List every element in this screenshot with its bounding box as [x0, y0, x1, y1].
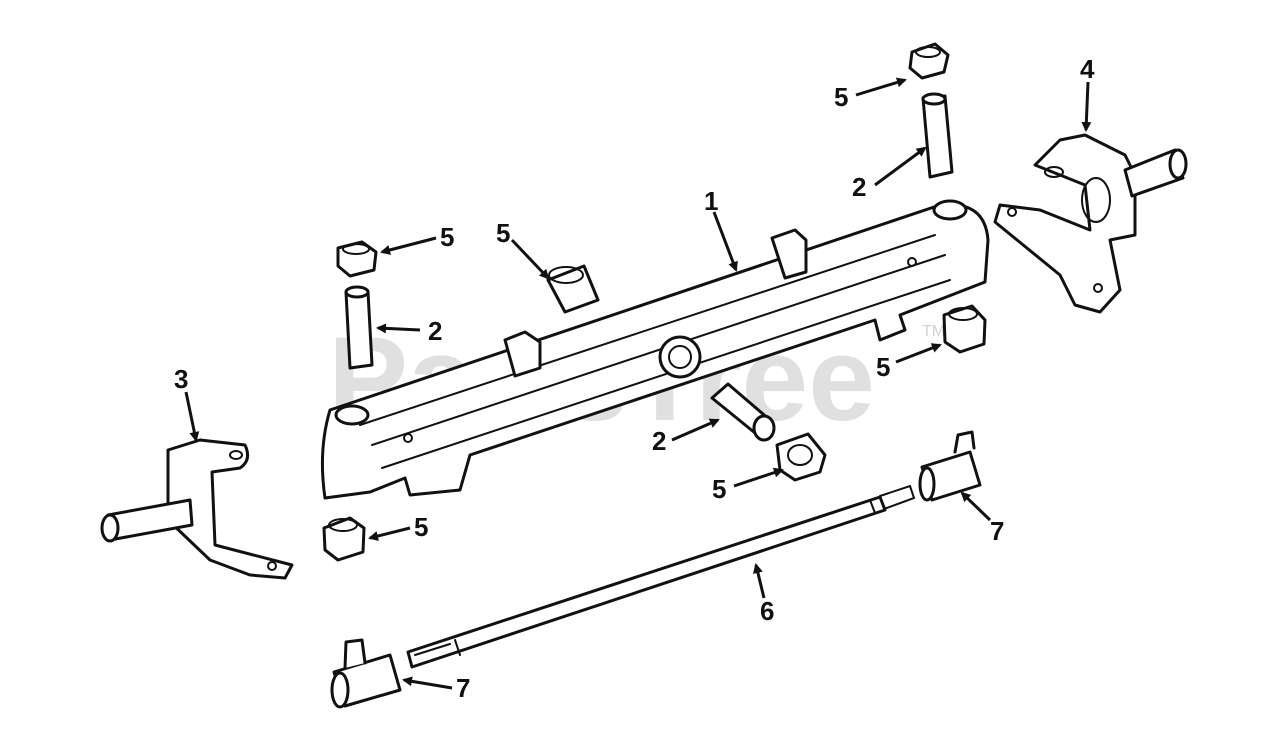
watermark-trademark: TM — [922, 323, 945, 340]
callout-nut-e: 5 — [712, 474, 726, 504]
callout-nut-a: 5 — [834, 82, 848, 112]
right-spindle-part — [993, 133, 1188, 314]
tie-rod-part — [406, 484, 916, 669]
callout-arrows — [184, 77, 1092, 690]
callout-bushing-c: 2 — [652, 426, 666, 456]
callout-nut-d: 5 — [876, 352, 890, 382]
nut-part-b — [336, 240, 378, 278]
callout-nut-b: 5 — [440, 222, 454, 252]
callout-rod-end-right: 7 — [990, 516, 1004, 546]
callout-nut-c: 5 — [496, 218, 510, 248]
callout-tie-rod: 6 — [760, 596, 774, 626]
callout-spindle-left: 3 — [174, 364, 188, 394]
callout-bushing-a: 2 — [852, 172, 866, 202]
callout-rod-end-left: 7 — [456, 673, 470, 703]
callout-spindle-right: 4 — [1080, 54, 1095, 84]
bushing-part-a — [921, 92, 954, 179]
nut-part-f — [322, 516, 366, 562]
front-axle-part — [320, 199, 990, 500]
nut-part-a — [908, 42, 950, 80]
callout-bushing-b: 2 — [428, 316, 442, 346]
callout-labels: 1 2 2 2 3 4 5 5 5 5 5 5 6 7 7 — [174, 54, 1095, 703]
bushing-part-b — [344, 285, 374, 370]
nut-part-d — [942, 304, 987, 354]
rod-end-part-right — [918, 430, 982, 502]
callout-nut-f: 5 — [414, 512, 428, 542]
left-spindle-part — [100, 438, 294, 580]
bushing-part-c — [710, 382, 776, 442]
nut-part-c — [546, 264, 600, 314]
callout-axle: 1 — [704, 186, 718, 216]
rod-end-part-left — [330, 638, 402, 709]
